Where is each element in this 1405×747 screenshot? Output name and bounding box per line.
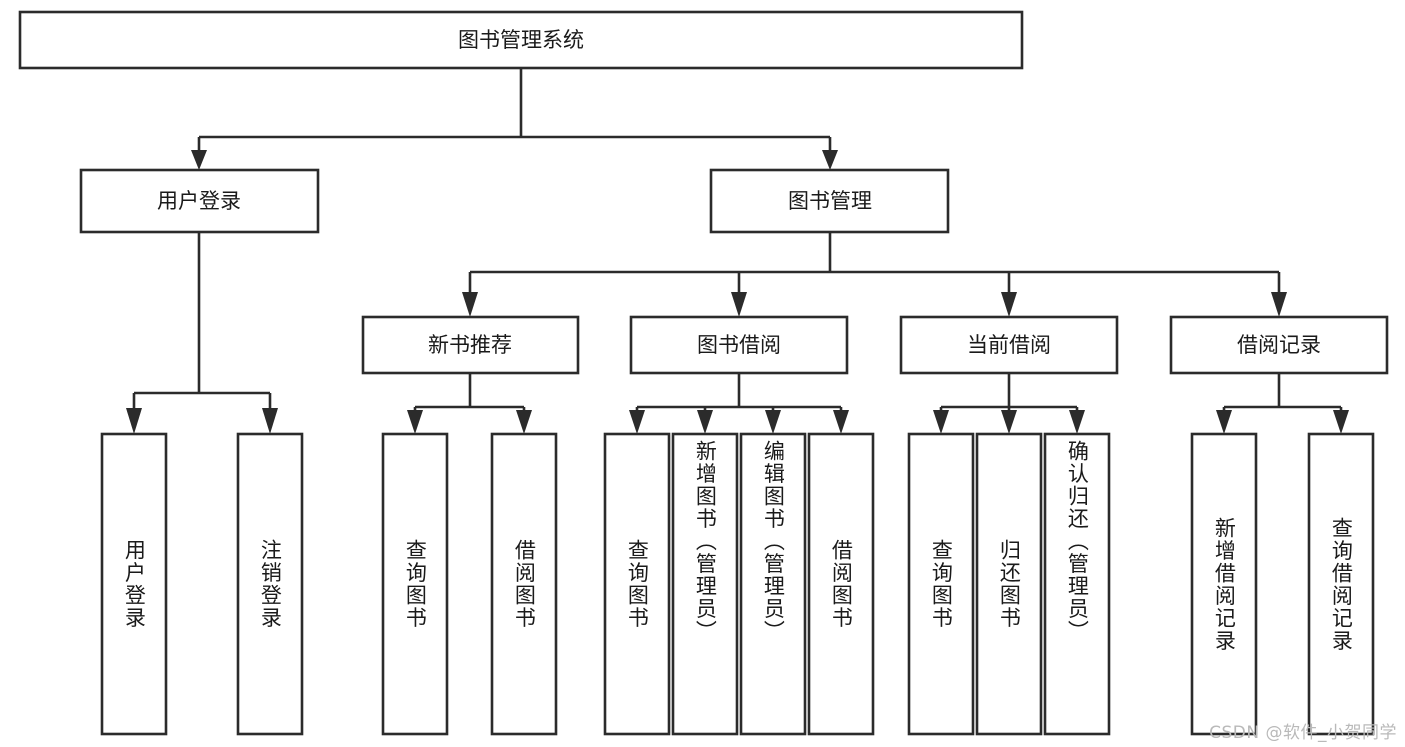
leaf-box-query-book-3[interactable] [907, 432, 975, 736]
node-current-borrow-label: 当前借阅 [967, 333, 1051, 357]
node-new-book-recommend-box[interactable] [361, 315, 580, 375]
arrow-to-current-borrow [1001, 292, 1017, 317]
arrow-nbr-leaf2 [516, 410, 532, 434]
arrow-to-leaf-logout [262, 408, 278, 434]
node-borrow-record-label: 借阅记录 [1237, 333, 1321, 357]
node-book-borrow[interactable]: 图书借阅 [629, 315, 849, 375]
arrow-to-book-management [822, 150, 838, 170]
node-borrow-record[interactable]: 借阅记录 [1169, 315, 1389, 375]
node-user-login-box[interactable] [79, 168, 320, 234]
node-user-login[interactable]: 用户登录 [79, 168, 320, 234]
node-user-login-label: 用户登录 [157, 189, 241, 213]
node-borrow-record-box[interactable] [1169, 315, 1389, 375]
node-new-book-recommend-label: 新书推荐 [428, 333, 512, 357]
connector-group [126, 68, 1349, 434]
leaf-box-query-borrow-record[interactable] [1307, 432, 1375, 736]
arrow-br-leaf2 [1333, 410, 1349, 434]
node-current-borrow-box[interactable] [899, 315, 1119, 375]
arrow-to-new-book-rec [462, 292, 478, 317]
arrow-cb-leaf2 [1001, 410, 1017, 434]
node-new-book-recommend[interactable]: 新书推荐 [361, 315, 580, 375]
arrow-nbr-leaf1 [407, 410, 423, 434]
leaf-box-query-book-1[interactable] [381, 432, 449, 736]
arrow-to-leaf-user-login [126, 408, 142, 434]
arrow-bb-leaf1 [629, 410, 645, 434]
arrow-br-leaf1 [1216, 410, 1232, 434]
leaf-box-return-book[interactable] [975, 432, 1043, 736]
arrow-cb-leaf3 [1069, 410, 1085, 434]
arrow-to-user-login [191, 150, 207, 170]
leaf-box-edit-book-admin[interactable] [739, 432, 807, 736]
leaf-box-confirm-return-admin[interactable] [1043, 432, 1111, 736]
arrow-bb-leaf3 [765, 410, 781, 434]
node-root-box[interactable] [18, 10, 1024, 70]
leaf-box-add-book-admin[interactable] [671, 432, 739, 736]
node-root[interactable]: 图书管理系统 [18, 10, 1024, 70]
leaf-box-add-borrow-record[interactable] [1190, 432, 1258, 736]
leaf-box-user-login[interactable] [100, 432, 168, 736]
leaf-box-borrow-book-2[interactable] [807, 432, 875, 736]
arrow-to-book-borrow [731, 292, 747, 317]
leaf-node-group [100, 432, 1375, 736]
node-book-management[interactable]: 图书管理 [709, 168, 950, 234]
node-current-borrow[interactable]: 当前借阅 [899, 315, 1119, 375]
arrow-bb-leaf4 [833, 410, 849, 434]
node-book-borrow-label: 图书借阅 [697, 333, 781, 357]
leaf-box-query-book-2[interactable] [603, 432, 671, 736]
arrow-cb-leaf1 [933, 410, 949, 434]
leaf-box-borrow-book-1[interactable] [490, 432, 558, 736]
csdn-watermark: CSDN @软件_小贺同学 [1209, 723, 1397, 743]
node-book-management-label: 图书管理 [788, 189, 872, 213]
arrow-to-borrow-record [1271, 292, 1287, 317]
node-book-management-box[interactable] [709, 168, 950, 234]
arrow-bb-leaf2 [697, 410, 713, 434]
node-root-label: 图书管理系统 [458, 28, 584, 52]
node-book-borrow-box[interactable] [629, 315, 849, 375]
leaf-box-logout[interactable] [236, 432, 304, 736]
